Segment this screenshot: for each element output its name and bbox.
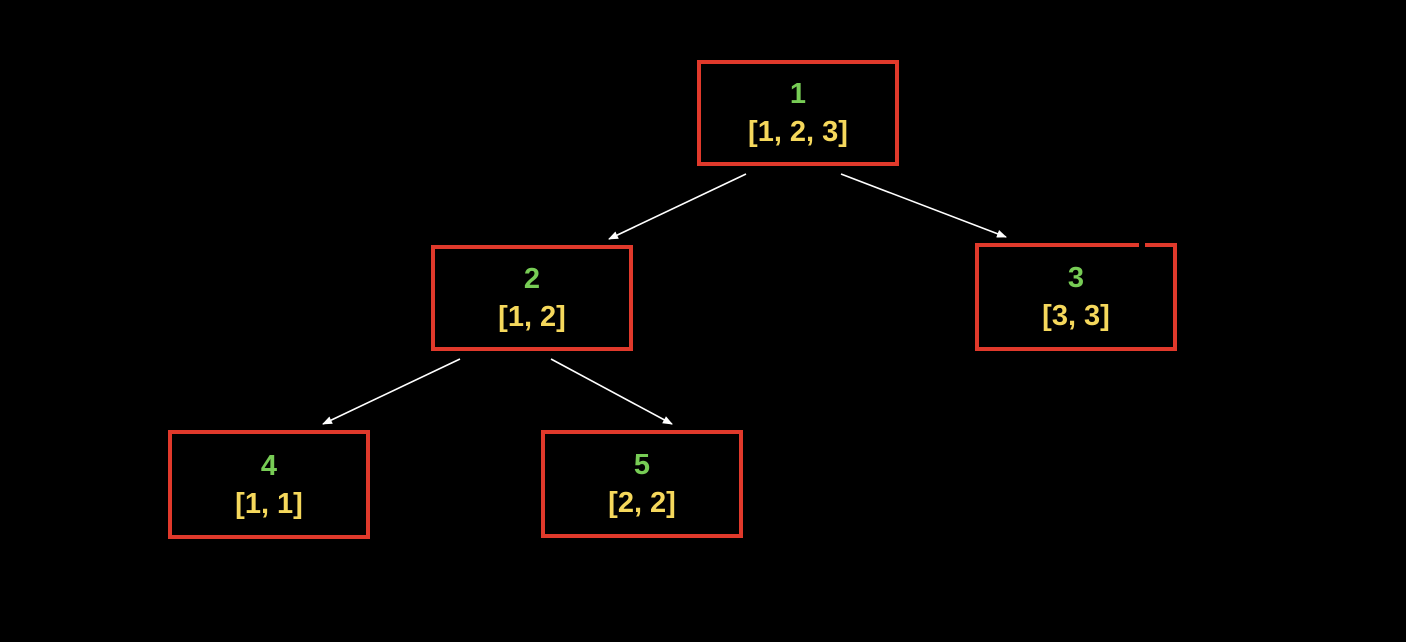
edge-2-to-5	[550, 358, 673, 425]
edge-2-to-4	[322, 358, 461, 425]
node-id-label: 1	[789, 78, 807, 110]
node-range-label: [2, 2]	[608, 487, 676, 519]
node-range-label: [3, 3]	[1042, 300, 1110, 332]
node-id-label: 4	[260, 449, 278, 482]
tree-node-5: 5 [2, 2]	[541, 430, 743, 538]
node-id-label: 5	[633, 449, 651, 481]
node-id-label: 2	[523, 263, 541, 295]
tree-node-2: 2 [1, 2]	[431, 245, 633, 351]
tree-node-4: 4 [1, 1]	[168, 430, 370, 539]
node-range-label: [1, 2]	[498, 301, 566, 333]
border-gap	[1139, 241, 1145, 249]
edge-1-to-3	[840, 173, 1007, 238]
edge-1-to-2	[608, 173, 747, 240]
node-id-label: 3	[1067, 262, 1085, 294]
node-range-label: [1, 1]	[235, 487, 303, 520]
tree-node-3: 3 [3, 3]	[975, 243, 1177, 351]
tree-node-1: 1 [1, 2, 3]	[697, 60, 899, 166]
node-range-label: [1, 2, 3]	[748, 116, 848, 148]
